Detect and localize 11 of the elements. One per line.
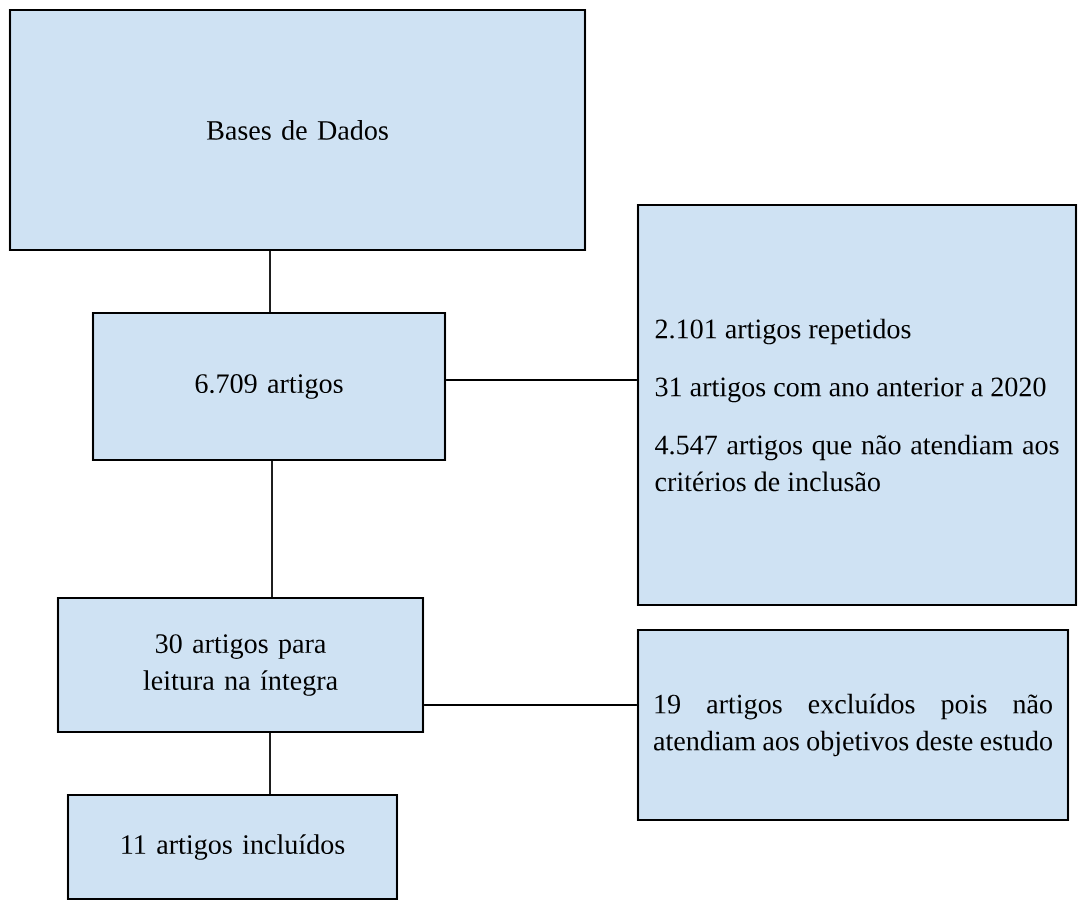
connector-line bbox=[269, 250, 271, 313]
text-box: 11 artigos incluídos bbox=[66, 793, 399, 901]
connector-line bbox=[445, 379, 638, 381]
text-box: 6.709 artigos bbox=[91, 311, 447, 462]
text-box: 30 artigos para leitura na íntegra bbox=[56, 596, 425, 734]
connector-line bbox=[423, 704, 638, 706]
connector-line bbox=[271, 460, 273, 598]
text-box: Bases de Dados bbox=[8, 8, 587, 252]
text-box: 2.101 artigos repetidos 31 artigos com ano anterior a 2020 4.547 artigos que não atendiam aos critérios de inclusão bbox=[636, 203, 1078, 607]
connector-line bbox=[269, 732, 271, 795]
text-box: 19 artigos excluídos pois não atendiam aos objetivos deste estudo bbox=[636, 628, 1070, 822]
